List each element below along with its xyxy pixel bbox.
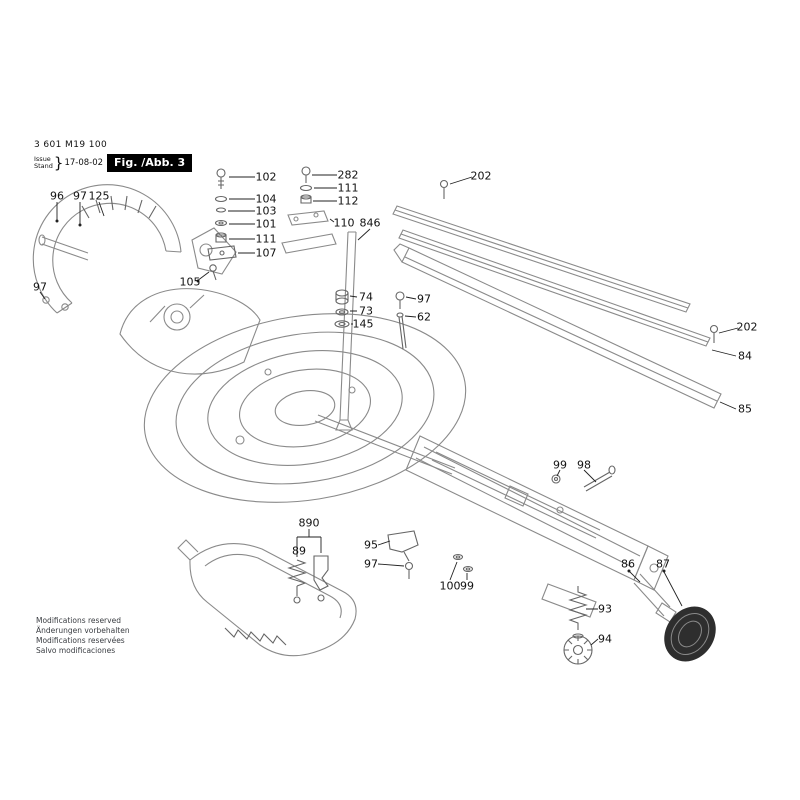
spring-group (287, 529, 419, 604)
part-callout-93: 93 (598, 602, 612, 616)
extension-arm-group (405, 435, 669, 618)
clamp-hardware-group (452, 465, 716, 665)
part-callout-97: 97 (73, 189, 87, 203)
screw-stack-left-group (207, 168, 237, 281)
part-callout-107: 107 (255, 246, 277, 260)
fence-rails-group (392, 179, 722, 409)
part-callout-202: 202 (470, 169, 492, 183)
part-callout-282: 282 (337, 168, 359, 182)
part-callout-99: 99 (553, 458, 567, 472)
part-callout-890: 890 (298, 516, 320, 530)
issue-brace: } (53, 154, 64, 172)
mid-hardware-group (334, 289, 407, 350)
part-callout-95: 95 (364, 538, 378, 552)
part-callout-846: 846 (359, 216, 381, 230)
title-block: 3 601 M19 100 Issue Stand } 17-08-02 Fig… (34, 140, 193, 172)
part-callout-87: 87 (656, 557, 670, 571)
part-callout-89: 89 (292, 544, 306, 558)
part-callout-110: 110 (333, 216, 355, 230)
part-callout-62: 62 (417, 310, 431, 324)
issue-date: 17-08-02 (64, 158, 104, 168)
part-callout-104: 104 (255, 192, 277, 206)
part-callout-99: 99 (460, 579, 474, 593)
part-callout-125: 125 (88, 189, 110, 203)
part-callout-84: 84 (738, 349, 752, 363)
turntable-base-group (119, 288, 467, 503)
note-line-en: Modifications reserved (36, 616, 121, 625)
part-callout-103: 103 (255, 204, 277, 218)
part-callout-101: 101 (255, 217, 277, 231)
leader-lines-group (39, 174, 739, 646)
part-callout-145: 145 (352, 317, 374, 331)
part-callout-96: 96 (50, 189, 64, 203)
part-callout-86: 86 (621, 557, 635, 571)
guard-segment-group (32, 184, 182, 314)
screw-stack-right-group (281, 166, 357, 431)
part-callout-102: 102 (255, 170, 277, 184)
pivot-bracket-group (149, 227, 237, 331)
part-callout-94: 94 (598, 632, 612, 646)
note-line-fr: Modifications reservées (36, 636, 125, 645)
serrated-support-group (177, 539, 357, 657)
part-callout-111: 111 (255, 232, 277, 246)
part-callout-74: 74 (359, 290, 373, 304)
part-callout-97: 97 (33, 280, 47, 294)
note-line-es: Salvo modificaciones (36, 646, 116, 655)
part-callout-97: 97 (364, 557, 378, 571)
part-callout-97: 97 (417, 292, 431, 306)
stand-label: Stand (34, 162, 53, 170)
issue-stand-labels: Issue Stand (34, 154, 53, 171)
part-callout-111: 111 (337, 181, 359, 195)
part-callout-202: 202 (736, 320, 758, 334)
figure-label-badge: Fig. /Abb. 3 (107, 154, 193, 172)
modifications-note: Modifications reserved Änderungen vorbeh… (36, 616, 130, 656)
type-number: 3 601 M19 100 (34, 140, 108, 150)
note-line-de: Änderungen vorbehalten (36, 626, 130, 635)
part-callout-85: 85 (738, 402, 752, 416)
part-callout-98: 98 (577, 458, 591, 472)
part-callout-112: 112 (337, 194, 359, 208)
part-callout-100: 100 (439, 579, 461, 593)
part-callout-105: 105 (179, 275, 201, 289)
issue-label: Issue (34, 154, 51, 163)
part-callout-73: 73 (359, 304, 373, 318)
